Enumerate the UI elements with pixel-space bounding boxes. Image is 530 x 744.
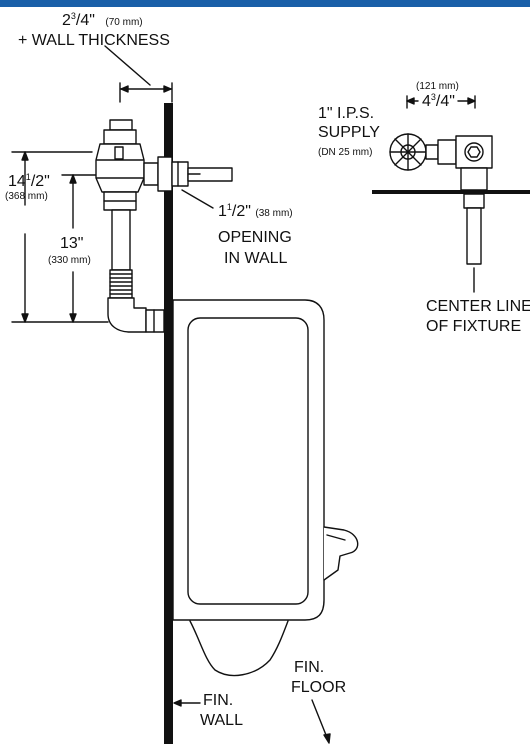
label-plus-wall-thickness: + WALL THICKNESS [18, 32, 170, 49]
label-opening-size: 11/2" (38 mm) [218, 203, 293, 220]
label-121mm: (121 mm) [416, 81, 459, 92]
label-opening: OPENING [218, 229, 292, 246]
opening-inch: " [245, 203, 251, 220]
dim-145-den: /2" [30, 173, 50, 190]
label-13: 13" [60, 235, 84, 252]
flush-valve [95, 119, 233, 211]
opening-number: 1 [218, 203, 227, 220]
label-dn25: (DN 25 mm) [318, 147, 373, 158]
dim-top-sup: 3 [70, 11, 76, 21]
label-centerline: CENTER LINE [426, 298, 530, 315]
opening-sup: 1 [226, 202, 232, 212]
supply-dim-sup: 3 [430, 92, 436, 102]
label-in-wall: IN WALL [224, 250, 288, 267]
fin-floor-pointer [311, 699, 329, 741]
dim-wall-thickness [104, 45, 173, 103]
label-fin-floor-1: FIN. [294, 659, 325, 676]
supply-detail [372, 95, 530, 293]
finished-wall [164, 103, 173, 744]
label-fin-wall-1: FIN. [203, 692, 234, 709]
label-wall-thickness-dim: 23/4" (70 mm) [62, 12, 143, 29]
dim-14-half [11, 151, 109, 323]
urinal-fixture [172, 299, 359, 677]
label-14-half: 141/2" [8, 173, 50, 190]
dim-top-den: /4" [75, 12, 95, 29]
opening-pointer [181, 189, 214, 209]
dim-145-number: 14 [8, 173, 26, 190]
label-368mm: (368 mm) [5, 191, 48, 202]
label-fin-floor-2: FLOOR [291, 679, 347, 696]
dim-top-mm: (70 mm) [105, 17, 143, 28]
supply-dim-den: /4" [435, 93, 455, 110]
label-of-fixture: OF FIXTURE [426, 318, 522, 335]
label-ips: 1" I.P.S. [318, 105, 375, 122]
dim-top-number: 2 [62, 12, 71, 29]
header-bar [0, 0, 530, 7]
dim-13 [61, 174, 101, 323]
flush-tube [107, 209, 165, 333]
supply-dim-number: 4 [422, 93, 431, 110]
label-supply: SUPPLY [318, 124, 380, 141]
dim-145-sup: 1 [25, 172, 31, 182]
label-4-3-4: 43/4" [422, 93, 455, 110]
label-330mm: (330 mm) [48, 255, 91, 266]
label-fin-wall-2: WALL [200, 712, 243, 729]
opening-den: /2 [231, 203, 246, 220]
opening-mm: (38 mm) [255, 208, 293, 219]
